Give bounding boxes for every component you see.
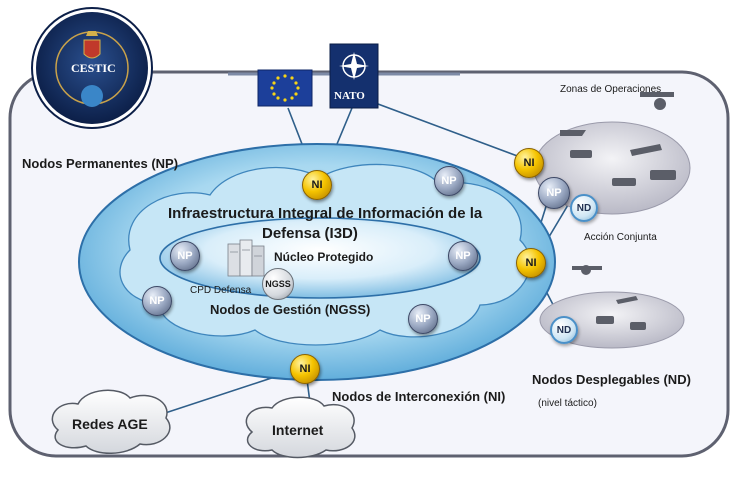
redes-age-label: Redes AGE — [72, 416, 148, 432]
ngss-node: NGSS — [262, 268, 294, 300]
nd-node-tactical: ND — [550, 316, 578, 344]
ngss-title: Nodos de Gestión (NGSS) — [210, 302, 371, 317]
np-node-left: NP — [170, 241, 200, 271]
nato-flag — [329, 43, 379, 109]
np-title: Nodos Permanentes (NP) — [22, 156, 179, 171]
core-label: Núcleo Protegido — [274, 250, 374, 264]
server-rack-icon — [227, 239, 265, 277]
np-node-top-right: NP — [434, 166, 464, 196]
internet-cloud — [245, 396, 356, 459]
internet-label: Internet — [272, 422, 324, 438]
np-node-right: NP — [448, 241, 478, 271]
protected-core — [159, 217, 481, 299]
cestic-logo-text: CESTIC — [71, 61, 116, 75]
zone-assets — [560, 92, 676, 330]
ni-title: Nodos de Interconexión (NI) — [332, 389, 506, 404]
nd-subtitle: (nivel táctico) — [538, 398, 597, 409]
i3d-title-line2: Defensa (I3D) — [262, 225, 358, 242]
nato-flag-label: NATO — [334, 90, 365, 102]
i3d-title-line1: Infraestructura Integral de Información … — [168, 205, 483, 222]
eu-flag — [257, 69, 313, 107]
np-node-zone: NP — [538, 177, 570, 209]
redes-age-cloud — [51, 389, 171, 454]
np-node-bottom-right: NP — [408, 304, 438, 334]
ni-node-bottom: NI — [290, 354, 320, 384]
joint-action-label: Acción Conjunta — [584, 232, 657, 243]
ni-node-top: NI — [302, 170, 332, 200]
nd-node-zone: ND — [570, 194, 598, 222]
ni-node-zone: NI — [514, 148, 544, 178]
ni-node-right: NI — [516, 248, 546, 278]
cpd-label: CPD Defensa — [190, 285, 252, 296]
link-nato-zone — [377, 103, 529, 161]
operations-zone-label: Zonas de Operaciones — [560, 84, 662, 95]
cestic-seal — [31, 7, 153, 129]
nd-title: Nodos Desplegables (ND) — [532, 372, 691, 387]
np-node-bottom-left: NP — [142, 286, 172, 316]
